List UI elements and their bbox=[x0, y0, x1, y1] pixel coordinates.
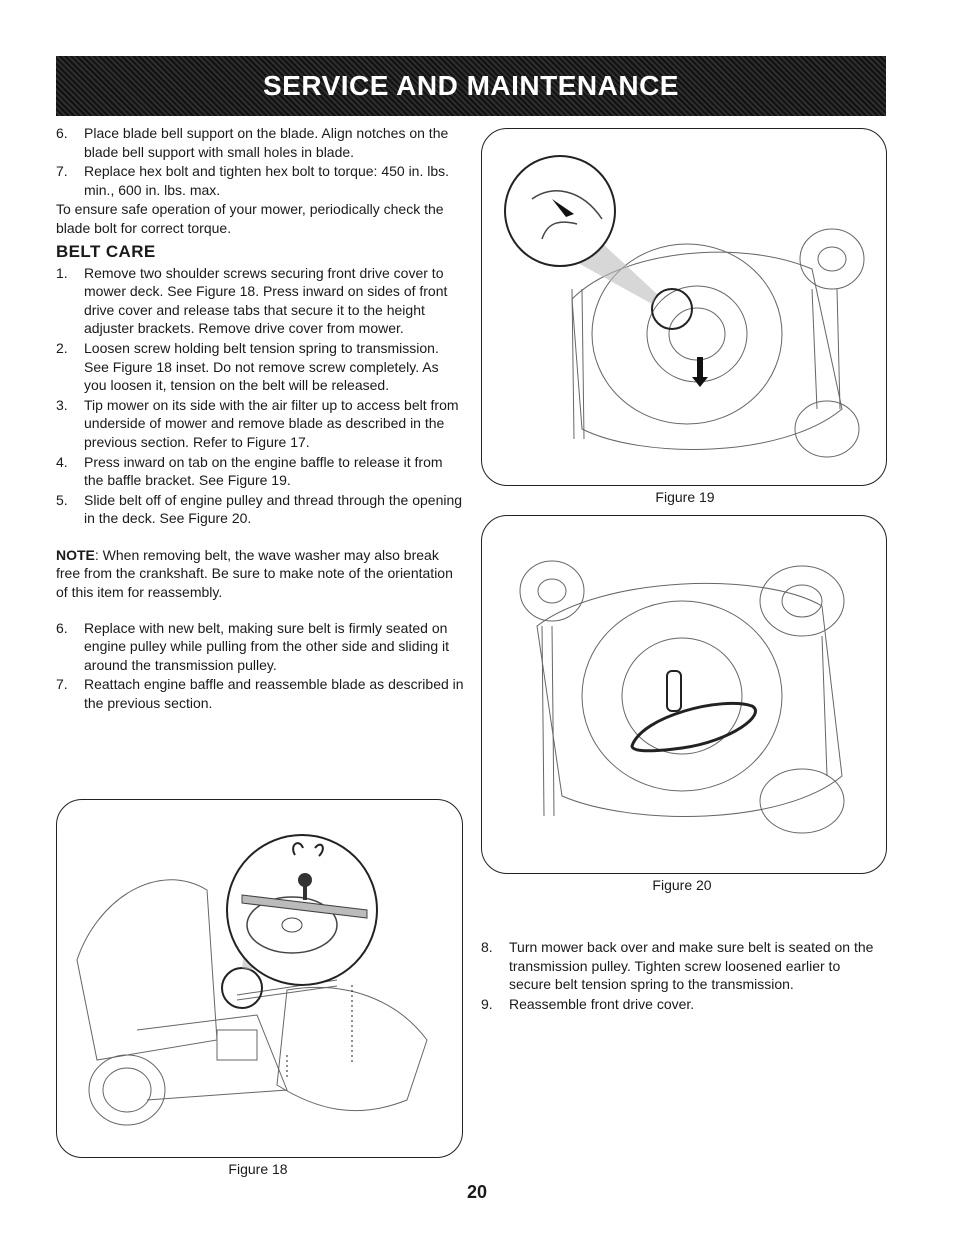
step-number: 5. bbox=[56, 491, 68, 508]
left-column: 6. Place blade bell support on the blade… bbox=[56, 124, 464, 714]
step-number: 7. bbox=[56, 163, 68, 180]
step-number: 3. bbox=[56, 396, 68, 413]
note-text: : When removing belt, the wave washer ma… bbox=[56, 546, 453, 601]
front-drive-cover-drawing bbox=[76, 834, 428, 1126]
figure-18-caption: Figure 18 bbox=[228, 1161, 288, 1177]
torque-paragraph: To ensure safe operation of your mower, … bbox=[56, 201, 444, 236]
figure-19-illustration bbox=[481, 128, 887, 486]
belt-step-2: 2. Loosen screw holding belt tension spr… bbox=[56, 339, 464, 395]
belt-step-4: 4. Press inward on tab on the engine baf… bbox=[56, 453, 464, 490]
belt-step-5: 5. Slide belt off of engine pulley and t… bbox=[56, 491, 464, 528]
belt-step-1: 1. Remove two shoulder screws securing f… bbox=[56, 264, 464, 338]
belt-step-6: 6. Replace with new belt, making sure be… bbox=[56, 619, 464, 675]
step-number: 8. bbox=[481, 939, 493, 955]
step-text: Reassemble front drive cover. bbox=[509, 995, 695, 1012]
belt-care-heading: BELT CARE bbox=[56, 241, 156, 261]
belt-threading-drawing bbox=[519, 560, 845, 834]
intro-step-7: 7. Replace hex bolt and tighten hex bolt… bbox=[56, 162, 464, 199]
belt-step-8: 8. Turn mower back over and make sure be… bbox=[481, 938, 886, 994]
step-number: 1. bbox=[56, 264, 68, 281]
step-number: 6. bbox=[56, 125, 68, 141]
step-text: Remove two shoulder screws securing fron… bbox=[84, 264, 448, 337]
figure-20-caption: Figure 20 bbox=[652, 877, 712, 893]
figure-18-illustration bbox=[56, 799, 463, 1158]
step-text: Loosen screw holding belt tension spring… bbox=[84, 339, 439, 394]
belt-step-9: 9. Reassemble front drive cover. bbox=[481, 995, 886, 1014]
mower-underside-baffle-drawing bbox=[504, 155, 865, 458]
figure-20-illustration bbox=[481, 515, 887, 874]
step-number: 9. bbox=[481, 995, 493, 1012]
step-number: 4. bbox=[56, 453, 68, 470]
step-text: Tip mower on its side with the air filte… bbox=[84, 396, 459, 450]
section-title: SERVICE AND MAINTENANCE bbox=[263, 70, 679, 101]
step-text: Replace hex bolt and tighten hex bolt to… bbox=[84, 163, 450, 198]
step-text: Reattach engine baffle and reassemble bl… bbox=[84, 676, 464, 712]
belt-step-3: 3. Tip mower on its side with the air fi… bbox=[56, 396, 464, 452]
spacer bbox=[56, 602, 464, 619]
note-label: NOTE bbox=[56, 546, 95, 563]
intro-step-6: 6. Place blade bell support on the blade… bbox=[56, 124, 464, 161]
spacer bbox=[56, 529, 464, 546]
step-text: Place blade bell support on the blade. A… bbox=[84, 125, 449, 160]
step-text: Press inward on tab on the engine baffle… bbox=[84, 453, 443, 489]
step-text: Turn mower back over and make sure belt … bbox=[509, 939, 874, 993]
step-number: 6. bbox=[56, 619, 68, 636]
page-number: 20 bbox=[466, 1182, 488, 1202]
figure-19-caption: Figure 19 bbox=[655, 489, 715, 505]
step-number: 7. bbox=[56, 676, 68, 693]
step-number: 2. bbox=[56, 339, 68, 356]
belt-step-7: 7. Reattach engine baffle and reassemble… bbox=[56, 675, 464, 712]
note-paragraph: NOTE: When removing belt, the wave washe… bbox=[56, 546, 464, 602]
right-column: 8. Turn mower back over and make sure be… bbox=[481, 938, 886, 1014]
section-banner: SERVICE AND MAINTENANCE bbox=[56, 56, 886, 116]
step-text: Slide belt off of engine pulley and thre… bbox=[84, 491, 463, 527]
step-text: Replace with new belt, making sure belt … bbox=[84, 619, 449, 673]
